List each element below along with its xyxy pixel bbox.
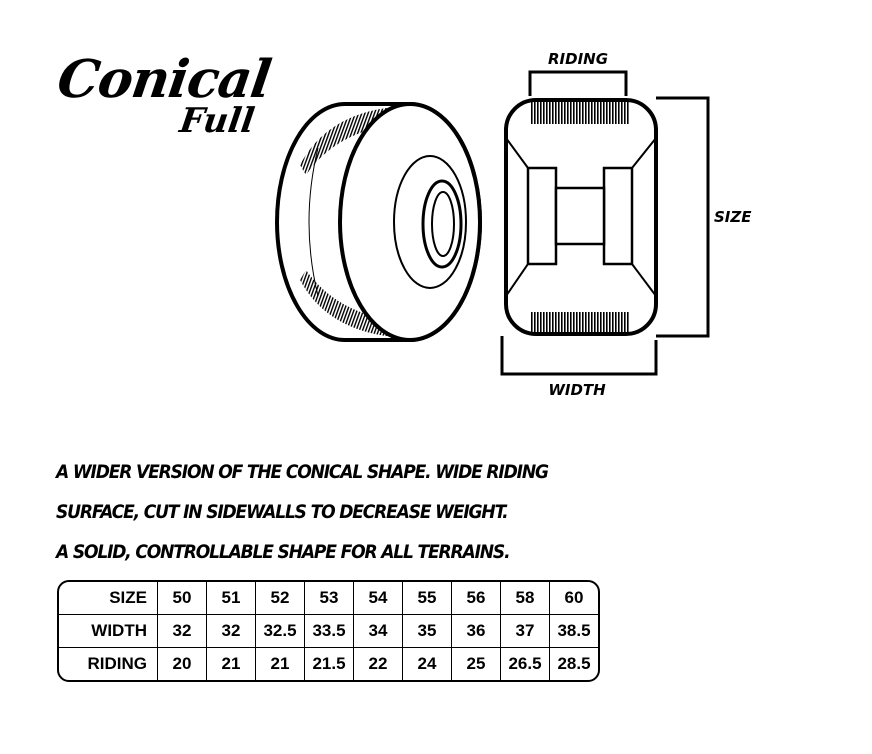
- table-cell: 60: [550, 582, 598, 615]
- row-header: SIZE: [59, 582, 158, 615]
- description-line: A SOLID, CONTROLLABLE SHAPE FOR ALL TERR…: [56, 541, 511, 563]
- size-bracket: [656, 96, 710, 338]
- table-cell: 34: [354, 615, 403, 648]
- row-header: RIDING: [59, 648, 158, 680]
- table-cell: 32.5: [256, 615, 305, 648]
- size-label: SIZE: [714, 208, 752, 226]
- riding-label: RIDING: [548, 50, 608, 68]
- table-cell: 32: [158, 615, 207, 648]
- table-cell: 28.5: [557, 654, 591, 673]
- table-cell: 37: [501, 615, 550, 648]
- table-cell: 53: [305, 582, 354, 615]
- table-cell: 51: [207, 582, 256, 615]
- wheel-diagram: RIDING SIZE WIDTH: [275, 50, 752, 399]
- width-label: WIDTH: [548, 381, 606, 399]
- wheel-3d-view: [275, 102, 482, 342]
- table-cell: 50: [158, 582, 207, 615]
- table-cell: 21: [256, 648, 305, 680]
- table-cell: 35: [403, 615, 452, 648]
- table-cell: 21: [207, 648, 256, 680]
- table-cell: 56: [452, 582, 501, 615]
- table-cell: 26.5: [501, 648, 550, 680]
- table-row-riding: RIDING 20 21 21 21.5 22 24 25 26.5 28.5: [59, 648, 598, 680]
- width-bracket: [500, 336, 658, 376]
- table-cell: 58: [501, 582, 550, 615]
- table-row-width: WIDTH 32 32 32.5 33.5 34 35 36 37 38.5: [59, 615, 598, 648]
- table-cell: 24: [403, 648, 452, 680]
- description-line: A WIDER VERSION OF THE CONICAL SHAPE. WI…: [56, 461, 549, 483]
- wheel-profile-view: [504, 98, 658, 336]
- row-header: WIDTH: [59, 615, 158, 648]
- table-cell: 54: [354, 582, 403, 615]
- description-line: SURFACE, CUT IN SIDEWALLS TO DECREASE WE…: [56, 501, 509, 523]
- table-cell: 55: [403, 582, 452, 615]
- table-cell: 33.5: [305, 615, 354, 648]
- table-cell: 36: [452, 615, 501, 648]
- table-cell: 32: [207, 615, 256, 648]
- table-cell: 21.5: [305, 648, 354, 680]
- table-cell: 25: [452, 648, 501, 680]
- table-cell: 20: [158, 648, 207, 680]
- table-cell: 22: [354, 648, 403, 680]
- size-spec-table: SIZE 50 51 52 53 54 55 56 58 60 WIDTH 32…: [57, 580, 600, 682]
- shape-description: A WIDER VERSION OF THE CONICAL SHAPE. WI…: [56, 452, 614, 572]
- table-row-size: SIZE 50 51 52 53 54 55 56 58 60: [59, 582, 598, 615]
- table-cell: 38.5: [550, 615, 598, 648]
- riding-bracket: [528, 70, 628, 96]
- table-cell: 52: [256, 582, 305, 615]
